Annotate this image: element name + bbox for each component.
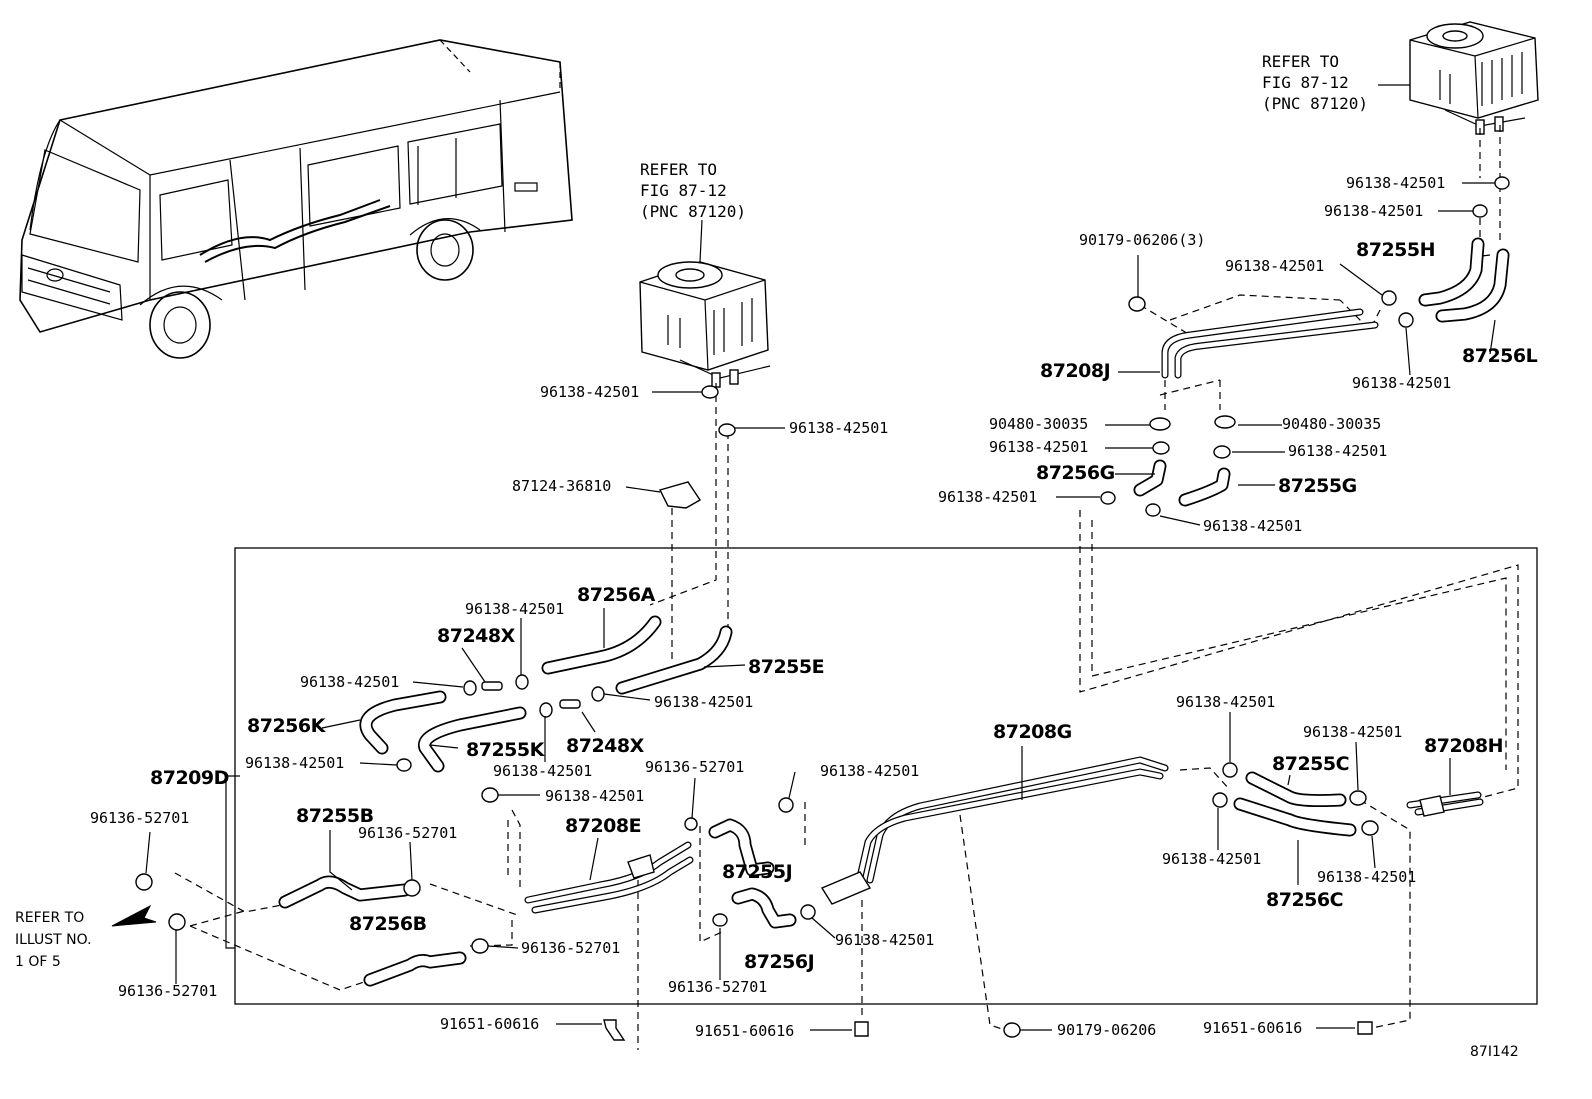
illustration-id: 87I142 xyxy=(1470,1044,1519,1060)
svg-text:87208H: 87208H xyxy=(1424,735,1503,757)
svg-text:96138-42501: 96138-42501 xyxy=(1225,257,1324,275)
svg-text:90480-30035: 90480-30035 xyxy=(1282,415,1381,433)
svg-text:87256C: 87256C xyxy=(1266,889,1343,911)
svg-text:(PNC 87120): (PNC 87120) xyxy=(1262,94,1368,113)
svg-text:87256L: 87256L xyxy=(1462,345,1538,367)
svg-text:96136-52701: 96136-52701 xyxy=(645,758,744,776)
svg-text:96138-42501: 96138-42501 xyxy=(493,762,592,780)
svg-text:87255G: 87255G xyxy=(1278,475,1357,497)
svg-text:96138-42501: 96138-42501 xyxy=(1162,850,1261,868)
hose-labels: 87255H 87256L 87208J 87256G 87255G 87256… xyxy=(150,239,1538,973)
svg-text:96138-42501: 96138-42501 xyxy=(820,762,919,780)
svg-text:90179-06206: 90179-06206 xyxy=(1057,1021,1156,1039)
svg-text:96138-42501: 96138-42501 xyxy=(789,419,888,437)
svg-text:96138-42501: 96138-42501 xyxy=(300,673,399,691)
leader-lines xyxy=(145,84,1496,1031)
svg-text:87209D: 87209D xyxy=(150,767,229,789)
svg-text:96138-42501: 96138-42501 xyxy=(1324,202,1423,220)
svg-text:96138-42501: 96138-42501 xyxy=(1203,517,1302,535)
svg-text:(PNC 87120): (PNC 87120) xyxy=(640,202,746,221)
svg-text:96138-42501: 96138-42501 xyxy=(1346,174,1445,192)
refer-note-left: REFER TO ILLUST NO. 1 OF 5 xyxy=(15,910,92,970)
svg-text:87256K: 87256K xyxy=(247,715,327,737)
refer-note-top-right: REFER TO FIG 87-12 (PNC 87120) xyxy=(1262,52,1368,113)
svg-text:96138-42501: 96138-42501 xyxy=(465,600,564,618)
svg-text:REFER TO: REFER TO xyxy=(640,160,717,179)
svg-text:96138-42501: 96138-42501 xyxy=(245,754,344,772)
svg-text:91651-60616: 91651-60616 xyxy=(695,1022,794,1040)
rear-heater-unit-top xyxy=(1409,21,1539,135)
svg-text:91651-60616: 91651-60616 xyxy=(440,1015,539,1033)
front-heater-unit-center xyxy=(639,261,771,388)
svg-text:87208E: 87208E xyxy=(565,815,641,837)
svg-text:87256A: 87256A xyxy=(577,584,656,606)
svg-text:96138-42501: 96138-42501 xyxy=(1176,693,1275,711)
svg-text:96138-42501: 96138-42501 xyxy=(545,787,644,805)
svg-text:1 OF 5: 1 OF 5 xyxy=(15,954,61,970)
svg-text:REFER TO: REFER TO xyxy=(15,910,84,926)
svg-text:87255C: 87255C xyxy=(1272,753,1349,775)
svg-text:87248X: 87248X xyxy=(437,625,516,647)
svg-text:96138-42501: 96138-42501 xyxy=(1352,374,1451,392)
svg-text:96138-42501: 96138-42501 xyxy=(654,693,753,711)
svg-text:87255J: 87255J xyxy=(722,861,792,883)
hoses xyxy=(278,237,1510,987)
svg-text:91651-60616: 91651-60616 xyxy=(1203,1019,1302,1037)
svg-text:96138-42501: 96138-42501 xyxy=(938,488,1037,506)
refer-arrow-icon xyxy=(111,904,157,927)
svg-text:96136-52701: 96136-52701 xyxy=(521,939,620,957)
svg-text:87255K: 87255K xyxy=(466,739,546,761)
refer-note-center: REFER TO FIG 87-12 (PNC 87120) xyxy=(640,160,746,221)
svg-text:87208J: 87208J xyxy=(1040,360,1110,382)
svg-text:87255H: 87255H xyxy=(1356,239,1435,261)
svg-text:87256J: 87256J xyxy=(744,951,814,973)
svg-text:96136-52701: 96136-52701 xyxy=(668,978,767,996)
svg-text:96136-52701: 96136-52701 xyxy=(118,982,217,1000)
clamps xyxy=(135,176,1510,1041)
svg-text:96136-52701: 96136-52701 xyxy=(358,824,457,842)
svg-text:FIG 87-12: FIG 87-12 xyxy=(640,181,727,200)
svg-text:87256B: 87256B xyxy=(349,913,427,935)
part-labels: 96138-42501 96138-42501 96138-42501 9613… xyxy=(90,174,1451,1040)
svg-text:96138-42501: 96138-42501 xyxy=(1317,868,1416,886)
svg-text:96138-42501: 96138-42501 xyxy=(540,383,639,401)
svg-text:96136-52701: 96136-52701 xyxy=(90,809,189,827)
svg-text:96138-42501: 96138-42501 xyxy=(1288,442,1387,460)
svg-text:96138-42501: 96138-42501 xyxy=(989,438,1088,456)
svg-text:87256G: 87256G xyxy=(1036,462,1115,484)
svg-text:ILLUST NO.: ILLUST NO. xyxy=(15,932,92,948)
pipes xyxy=(524,308,1484,914)
svg-text:87255E: 87255E xyxy=(748,656,824,678)
svg-text:87255B: 87255B xyxy=(296,805,374,827)
svg-text:87208G: 87208G xyxy=(993,721,1072,743)
routing-lines xyxy=(174,125,1519,1050)
svg-text:87124-36810: 87124-36810 xyxy=(512,477,611,495)
bus-illustration xyxy=(19,39,573,359)
svg-text:90480-30035: 90480-30035 xyxy=(989,415,1088,433)
svg-text:96138-42501: 96138-42501 xyxy=(1303,723,1402,741)
svg-text:96138-42501: 96138-42501 xyxy=(835,931,934,949)
svg-text:REFER TO: REFER TO xyxy=(1262,52,1339,71)
svg-text:90179-06206(3): 90179-06206(3) xyxy=(1079,231,1205,249)
svg-text:FIG 87-12: FIG 87-12 xyxy=(1262,73,1349,92)
svg-text:87248X: 87248X xyxy=(566,735,645,757)
